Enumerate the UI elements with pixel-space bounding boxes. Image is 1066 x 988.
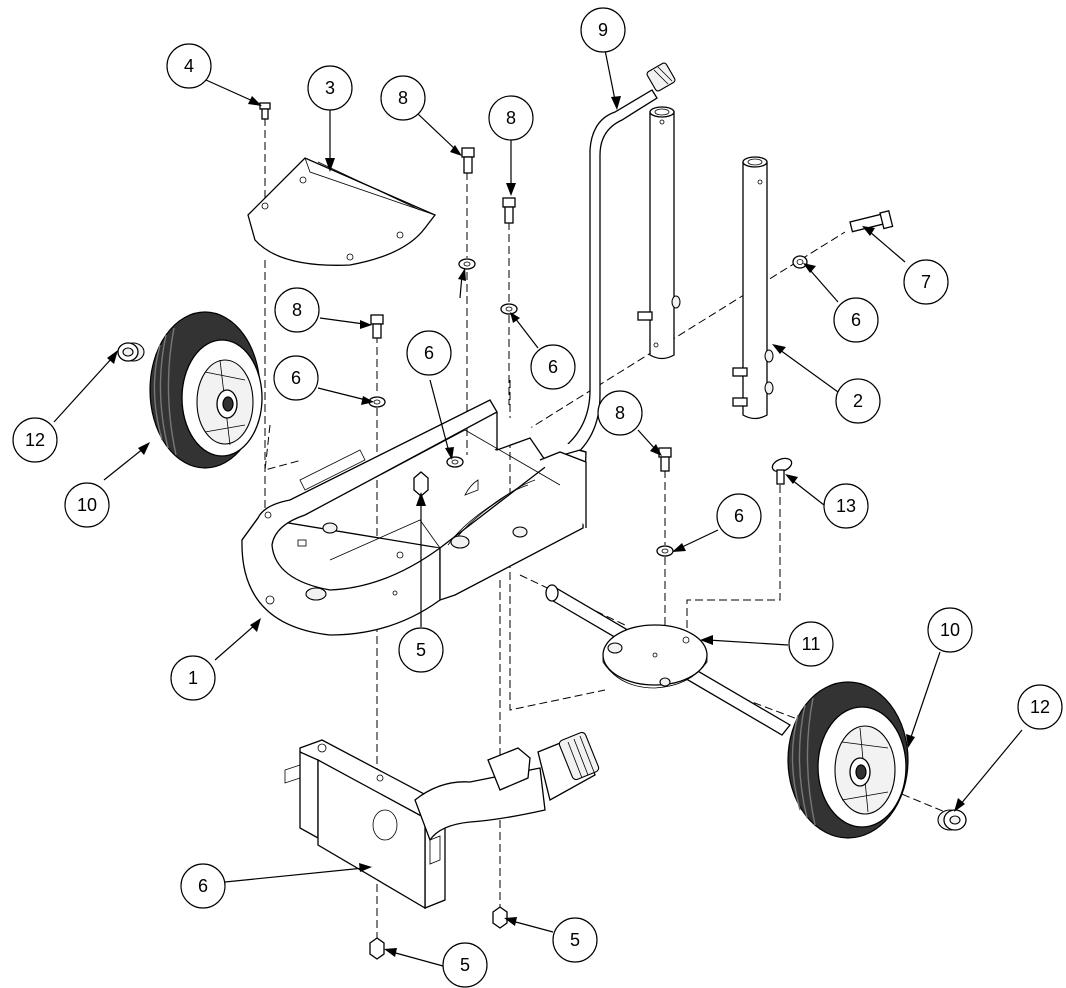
lower-bracket: [284, 739, 446, 910]
callout-9: 9: [580, 7, 626, 53]
bolt-8-upper: [461, 147, 475, 174]
callout-8: 8: [274, 287, 320, 333]
callout-label: 10: [940, 620, 960, 640]
callout-13: 13: [823, 483, 869, 529]
callout-label: 2: [853, 391, 863, 411]
callout-5: 5: [442, 942, 488, 988]
screw-4: [259, 102, 271, 120]
callout-12: 12: [12, 417, 58, 463]
callout-label: 9: [598, 20, 608, 40]
callout-label: 8: [615, 403, 625, 423]
callout-5: 5: [398, 627, 444, 673]
callout-label: 7: [921, 272, 931, 292]
callout-label: 3: [325, 78, 335, 98]
callout-6: 6: [406, 330, 452, 376]
upright-tubes-2: [637, 106, 774, 420]
callout-label: 5: [416, 640, 426, 660]
callout-label: 6: [291, 368, 301, 388]
collar-12-left: [117, 342, 145, 362]
callout-label: 5: [570, 930, 580, 950]
callout-label: 12: [1030, 697, 1050, 717]
callout-3: 3: [307, 65, 353, 111]
callout-label: 11: [802, 634, 821, 654]
handle-9: [557, 62, 676, 463]
callout-label: 8: [398, 88, 408, 108]
wheel-10-right: [787, 681, 909, 839]
callout-balloons: 4 3 8 8 9 7 6 8 6 6 6 2: [12, 7, 1063, 988]
callout-label: 8: [506, 108, 516, 128]
wheel-10-left: [149, 311, 263, 469]
callout-label: 8: [292, 300, 302, 320]
callout-label: 6: [548, 357, 558, 377]
callout-label: 10: [77, 495, 97, 515]
callout-12: 12: [1017, 684, 1063, 730]
callout-label: 12: [25, 430, 45, 450]
callout-6: 6: [180, 863, 226, 909]
bolt-8-left: [370, 314, 384, 339]
thumb-screw-13: [771, 457, 793, 485]
callout-label: 5: [460, 955, 470, 975]
bolt-8-mid: [502, 197, 516, 224]
callout-6: 6: [716, 493, 762, 539]
frame-1: [241, 399, 587, 636]
hose-fitting: [414, 731, 600, 842]
callout-6: 6: [273, 355, 319, 401]
callout-1: 1: [170, 655, 216, 701]
nuts: [369, 471, 508, 960]
callout-5: 5: [552, 917, 598, 963]
leader-lines: [53, 49, 1023, 967]
axle-11: [545, 584, 791, 736]
callout-label: 6: [851, 310, 861, 330]
cover-plate: [247, 157, 437, 266]
callout-11: 11: [788, 621, 834, 667]
callout-8: 8: [380, 75, 426, 121]
callout-10: 10: [64, 482, 110, 528]
callout-6: 6: [833, 297, 879, 343]
callout-10: 10: [927, 607, 973, 653]
callout-2: 2: [835, 378, 881, 424]
callout-6: 6: [530, 344, 576, 390]
callout-label: 6: [734, 506, 744, 526]
callout-8: 8: [488, 95, 534, 141]
callout-label: 13: [836, 496, 856, 516]
callout-label: 6: [198, 876, 208, 896]
callout-8: 8: [597, 390, 643, 436]
callout-label: 4: [184, 56, 194, 76]
callout-4: 4: [166, 43, 212, 89]
bolt-7: [849, 210, 894, 233]
callout-label: 1: [188, 668, 198, 688]
bolt-8-right: [658, 447, 672, 472]
callout-label: 6: [424, 343, 434, 363]
callout-7: 7: [903, 259, 949, 305]
collar-12-right: [937, 809, 967, 831]
